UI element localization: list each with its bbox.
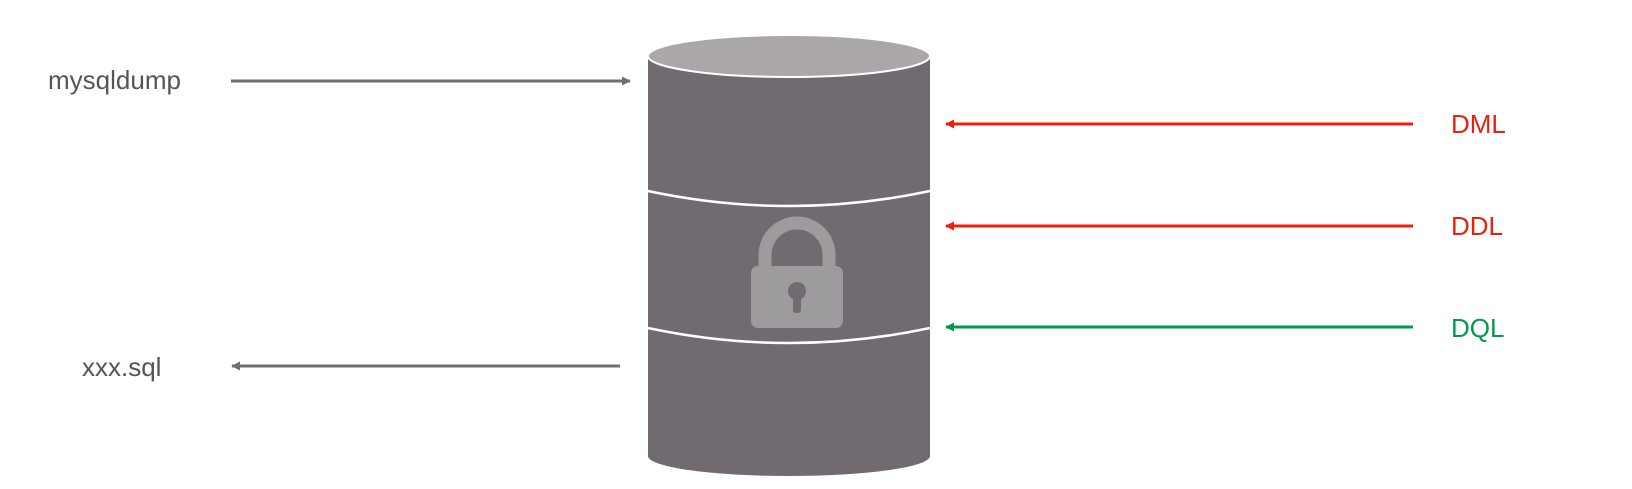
dql-label: DQL [1451, 313, 1504, 343]
mysqldump-label: mysqldump [48, 65, 181, 95]
database-bottom [648, 436, 930, 476]
database-body [648, 56, 930, 456]
dml-label: DML [1451, 109, 1506, 139]
database-divider-2 [647, 326, 931, 345]
database-divider-1 [647, 189, 931, 208]
xxx-sql-label: xxx.sql [82, 352, 161, 382]
lock-icon [751, 216, 843, 328]
ddl-label: DDL [1451, 211, 1503, 241]
database-cylinder [647, 34, 931, 476]
database-top [647, 34, 931, 78]
